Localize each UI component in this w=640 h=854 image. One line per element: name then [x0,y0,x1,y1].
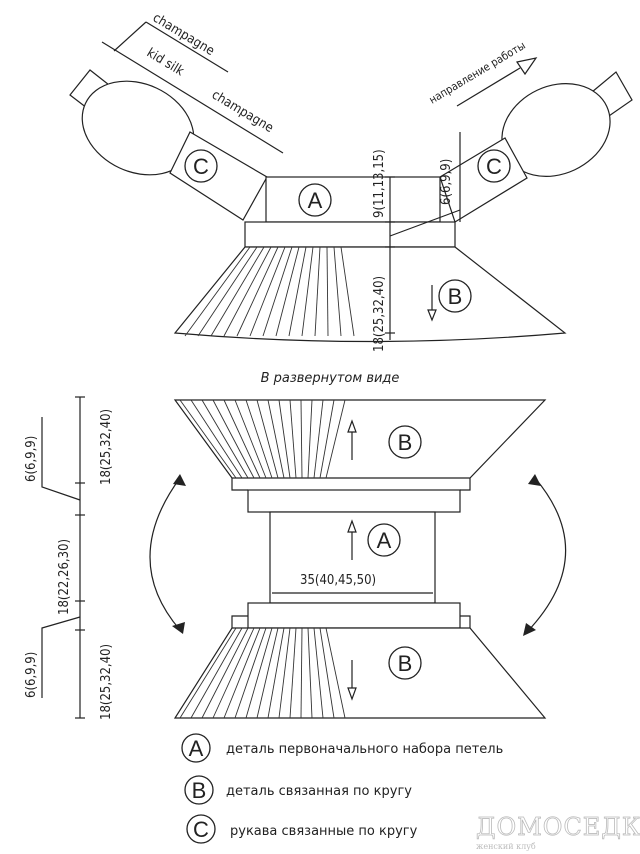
legend-letter-b: B [192,778,207,803]
part-b-lower [173,627,547,719]
hatch-line [245,399,273,479]
label-b-upper: B [398,430,413,455]
legend-letter-a: A [189,736,204,761]
label-b-lower: B [398,651,413,676]
hatch-line [212,627,255,719]
hatch-line [179,627,237,719]
hatch-line [212,399,255,479]
dim-bottom-b: 18(25,32,40) [99,644,114,720]
hatching [179,399,346,479]
hatch-line [197,246,258,337]
watermark-subtitle: женский клуб [476,842,536,851]
hatch-line [307,627,313,719]
hatch-line [201,399,249,479]
hatch-line [313,399,324,479]
hatch-line [223,399,261,479]
hatch-line [179,399,237,479]
yarn-label-2: kid silk [144,46,187,80]
hatch-line [313,627,324,719]
hatch-line [278,627,291,719]
hatch-line [325,399,346,479]
band-upper [247,489,461,513]
direction-arrow [456,67,521,107]
hatch-line [325,627,346,719]
hatch-line [201,627,249,719]
hatch-line [249,246,286,337]
hatch-line [326,246,329,337]
hatch-line [300,627,303,719]
label-c-left: C [193,154,209,179]
unfolded-view: 35(40,45,50) A B B 18(25,32,40) 6(6,9,9)… [24,396,567,720]
hatch-line [314,246,321,337]
dim-a-height: 9(11,13,15) [372,149,387,218]
hatch-line [319,399,335,479]
band-top [244,221,456,248]
fold-arrow-left [149,477,181,631]
legend-text-a: деталь первоначального набора петель [226,742,503,757]
assembled-view: 9(11,13,15) 6(6,9,9) 18(25,32,40) champa… [69,11,633,352]
hatch-line [236,246,279,337]
part-a-top [265,176,441,223]
dim-middle: 18(22,26,30) [57,539,72,615]
hatch-line [307,399,313,479]
hatching [179,627,346,719]
hatch-line [210,246,265,337]
legend-letter-c: C [193,817,209,842]
caption: В развернутом виде [261,371,400,386]
hatch-line [223,627,261,719]
hatch-line [234,627,267,719]
hatch-line [256,399,279,479]
legend-text-b: деталь связанная по кругу [226,784,412,799]
hatch-line [234,399,267,479]
hatch-line [340,246,355,337]
hatch-line [190,627,243,719]
hatch-line [288,246,307,337]
hatch-line [262,246,293,337]
dim-top-cuff: 6(6,9,9) [24,436,39,482]
hatch-line [267,399,285,479]
hatch-line [333,246,342,337]
legend-text-c: рукава связанные по кругу [230,824,418,839]
hatch-line [256,627,279,719]
hatch-line [319,627,335,719]
band-lower [247,602,461,629]
label-a-unfolded: A [377,528,392,553]
hatch-line [245,627,273,719]
hatch-line [190,399,243,479]
fold-arrow-right [526,477,567,633]
dim-b-height: 18(25,32,40) [372,276,387,352]
part-b-top [173,246,567,343]
hatch-line [300,399,303,479]
watermark-logo: ДОМОСЕДКА [476,813,640,841]
hatch-line [289,627,297,719]
label-c-right: C [486,154,502,179]
label-b: B [448,284,463,309]
hatch-line [267,627,285,719]
hatching [184,246,355,337]
hatch-line [301,246,314,337]
dim-a-width: 35(40,45,50) [300,573,376,588]
hatch-line [278,399,291,479]
hatch-line [275,246,300,337]
dim-bottom-cuff: 6(6,9,9) [24,652,39,698]
left-sleeve-c [169,131,268,221]
part-b-upper [173,399,547,479]
legend: A деталь первоначального набора петель B… [181,733,503,844]
hatch-line [223,246,272,337]
dim-top-b: 18(25,32,40) [99,409,114,485]
hatch-line [184,246,251,337]
dim-cuff: 6(6,9,9) [439,159,454,205]
label-a: A [308,188,323,213]
hatch-line [289,399,297,479]
